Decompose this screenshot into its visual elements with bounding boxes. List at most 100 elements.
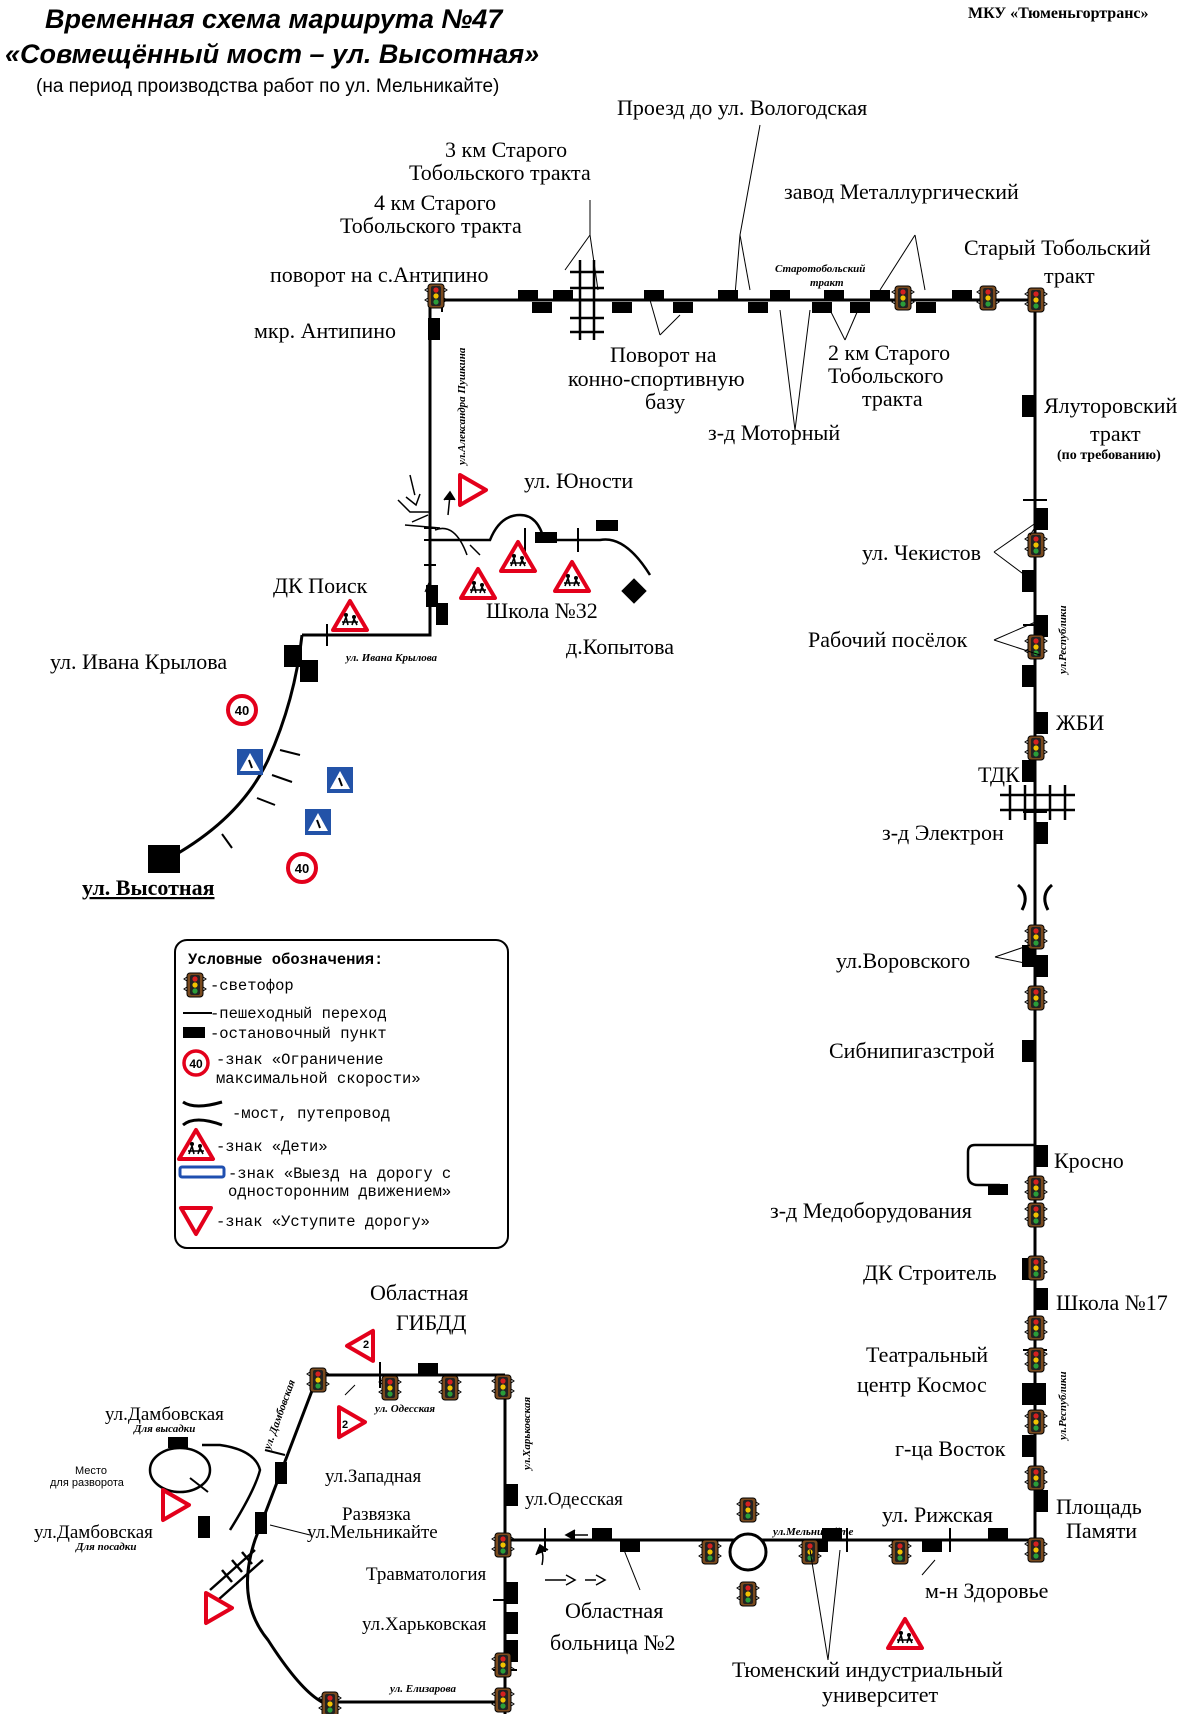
stop-icon (518, 290, 538, 301)
stop-icon (988, 1184, 1008, 1195)
stop-icon (592, 1528, 612, 1539)
stop-icon (436, 603, 448, 625)
stop-icon (535, 532, 557, 543)
sign-number: 2 (363, 1339, 369, 1351)
callout-lines (269, 124, 1041, 1661)
pedestrian-crossing-sign-icon (304, 808, 332, 836)
map-label: Площадь (1056, 1494, 1142, 1519)
stop-icon (506, 1484, 518, 1506)
map-label: -знак «Уступите дорогу» (216, 1213, 430, 1231)
bridge-icon (182, 1100, 223, 1127)
map-label: м-н Здоровье (925, 1578, 1048, 1603)
map-label: больница №2 (550, 1630, 676, 1655)
map-label: Место (75, 1465, 107, 1477)
map-label: Тобольского (828, 363, 944, 388)
map-label: мкр. Антипино (254, 318, 396, 343)
stop-icon (620, 1541, 640, 1552)
title-line1: Временная схема маршрута №47 (45, 4, 504, 34)
stop-icon (1022, 760, 1034, 782)
map-label: -светофор (210, 977, 294, 995)
map-label: Областная (370, 1280, 468, 1305)
map-label: д.Копытова (566, 634, 674, 659)
map-label: Проезд до ул. Вологодская (617, 95, 867, 120)
stop-icon (426, 585, 438, 607)
stop-icon (1036, 1145, 1048, 1167)
oneway-sign-icon (178, 1165, 226, 1179)
children-sign-icon (886, 1617, 924, 1650)
map-label: тракт (1044, 263, 1095, 288)
map-label: ул.Мельникайте (771, 1526, 853, 1538)
map-label: Поворот на (610, 342, 717, 367)
speed-limit-icon (182, 1049, 210, 1077)
stop-icon (506, 1582, 518, 1604)
stop-icon (1036, 955, 1048, 977)
stop-icon (300, 660, 318, 682)
map-label: Для высадки (133, 1423, 195, 1435)
map-label: Развязка (342, 1504, 411, 1525)
roundabout (728, 1532, 768, 1572)
map-label: ТДК (978, 762, 1020, 787)
stop-icon (506, 1612, 518, 1634)
stop-icon (822, 1528, 842, 1539)
map-label: тракт (810, 277, 844, 289)
stop-icon (748, 302, 768, 313)
map-label: г-ца Восток (895, 1436, 1006, 1461)
stop-icon (922, 1541, 942, 1552)
map-label: -знак «Дети» (216, 1138, 328, 1156)
map-label: односторонним движением» (228, 1183, 451, 1201)
map-label: Памяти (1066, 1518, 1137, 1543)
stop-icon (1022, 1383, 1046, 1405)
stop-icon (612, 302, 632, 313)
stop-icon (1022, 945, 1034, 967)
traffic-light-icon (183, 972, 207, 998)
organization: МКУ «Тюменьгортранс» (968, 5, 1149, 22)
stop-icon (1036, 712, 1048, 734)
map-label: Для посадки (75, 1541, 136, 1553)
direction-arrows (405, 474, 607, 1586)
map-label: 4 км Старого (374, 190, 496, 215)
stop-icon (1036, 508, 1048, 530)
map-label: з-д Моторный (708, 420, 840, 445)
map-label: тракт (1090, 421, 1141, 446)
map-label: Тобольского тракта (340, 213, 522, 238)
stop-icon (988, 1528, 1008, 1539)
pedestrian-crossing-sign-icon (236, 748, 264, 776)
children-sign-icon (459, 567, 497, 600)
children-sign-icon (331, 599, 369, 632)
map-label: ул.Дамбовская (105, 1404, 224, 1425)
bridge-icon (1016, 883, 1054, 911)
map-label: ЖБИ (1056, 710, 1104, 735)
map-label: -знак «Ограничение (216, 1051, 383, 1069)
stop-icon (673, 302, 693, 313)
map-label: ул.Дамбовская (34, 1522, 153, 1543)
stop-icon (198, 1516, 210, 1538)
map-label: 3 км Старого (445, 137, 567, 162)
map-label: ДК Поиск (273, 573, 368, 598)
stop-icon (284, 645, 302, 667)
stop-icon (275, 1462, 287, 1484)
stop-icon (596, 520, 618, 531)
map-label: ул. Ивана Крылова (344, 652, 438, 664)
map-label: максимальной скорости» (216, 1070, 421, 1088)
stop-icon (644, 290, 664, 301)
map-label: ул.Александра Пушкина (456, 347, 468, 467)
map-label: Театральный (866, 1342, 988, 1367)
map-label: ул. Юности (524, 468, 633, 493)
map-label: Школа №17 (1056, 1290, 1168, 1315)
map-label: з-д Электрон (882, 820, 1004, 845)
stop-icon (1036, 1490, 1048, 1512)
subtitle: (на период производства работ по ул. Мел… (36, 76, 499, 97)
map-label: ДК Строитель (863, 1260, 997, 1285)
map-label: тракта (862, 386, 923, 411)
road-signs: 40 40 2 2 (161, 473, 924, 1650)
stop-icon (812, 302, 832, 313)
map-label: (по требованию) (1057, 448, 1161, 463)
stop-icon (621, 578, 647, 604)
map-label: конно-спортивную (568, 366, 745, 391)
stop-icon (952, 290, 972, 301)
stop-icon (1036, 822, 1048, 844)
map-label: ул.Одесская (525, 1489, 623, 1510)
title-line2: «Совмещённый мост – ул. Высотная» (5, 39, 539, 69)
map-label: 40 (189, 1057, 203, 1071)
map-label: ул. Елизарова (388, 1683, 456, 1695)
